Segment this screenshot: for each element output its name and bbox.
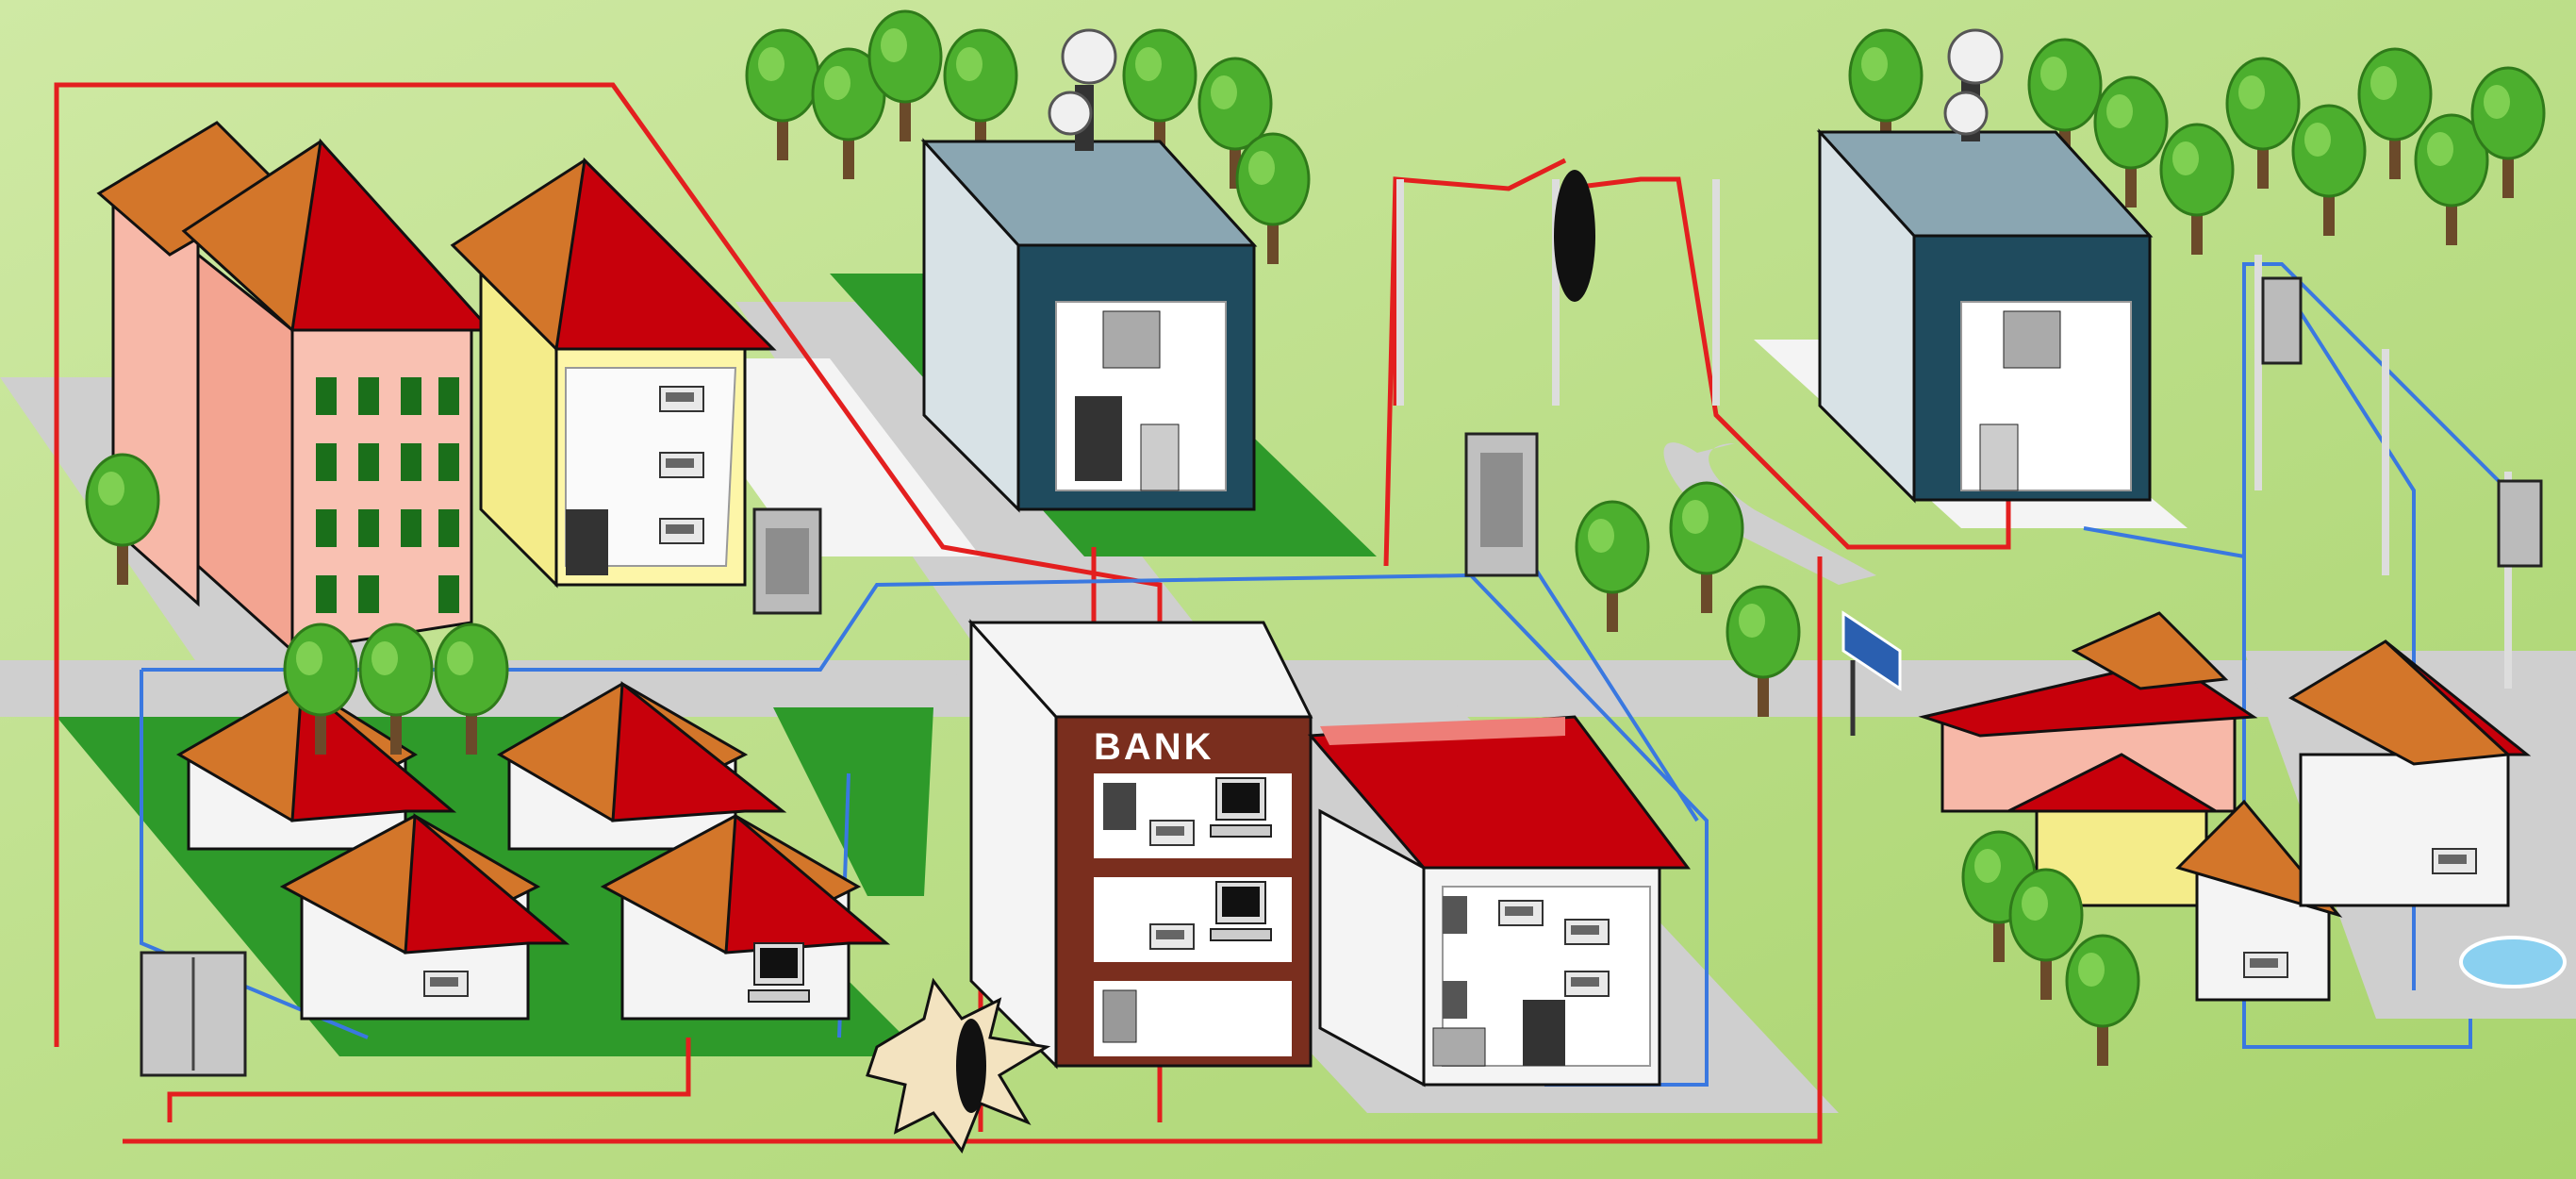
- router-icon: [566, 509, 608, 575]
- server-rack-icon: [1979, 423, 2019, 491]
- street-cabinet-bottom-left: [140, 951, 247, 1077]
- bank-sign: BANK: [1094, 726, 1214, 768]
- underground-splice-burst: [866, 977, 1051, 1154]
- street-cabinet-apartments: [752, 507, 822, 615]
- router-icon: [1102, 989, 1137, 1043]
- pool-icon: [2459, 936, 2567, 988]
- apartment-building-yellow: [450, 157, 777, 589]
- house-row-bottom-left: [176, 680, 891, 1021]
- antenna-icon: [1048, 28, 1117, 151]
- server-rack-icon: [1140, 423, 1180, 491]
- router-icon: [1103, 783, 1136, 830]
- bank-building: BANK: [967, 619, 1313, 1070]
- server-rack-icon: [1432, 1027, 1486, 1067]
- house-cluster-right: [1918, 611, 2532, 1002]
- splice-closure-icon: [1554, 170, 1595, 302]
- remote-office-building: [1816, 28, 2154, 504]
- street-cabinet-middle: [1464, 432, 1539, 577]
- server-rack-icon: [1523, 1000, 1565, 1066]
- server-rack-icon: [1102, 310, 1161, 369]
- shop-building: [1307, 715, 1691, 1088]
- cabinet-icon: [2497, 479, 2543, 568]
- router-icon: [1443, 981, 1467, 1019]
- router-icon: [1443, 896, 1467, 934]
- antenna-icon: [1943, 28, 2004, 141]
- apartment-building-pink: [181, 138, 494, 655]
- cabinet-icon: [2261, 276, 2303, 365]
- splice-closure-icon: [956, 1019, 986, 1113]
- central-office-building: [920, 28, 1258, 513]
- server-rack-icon: [2003, 310, 2061, 369]
- street-sign: [1841, 610, 1902, 736]
